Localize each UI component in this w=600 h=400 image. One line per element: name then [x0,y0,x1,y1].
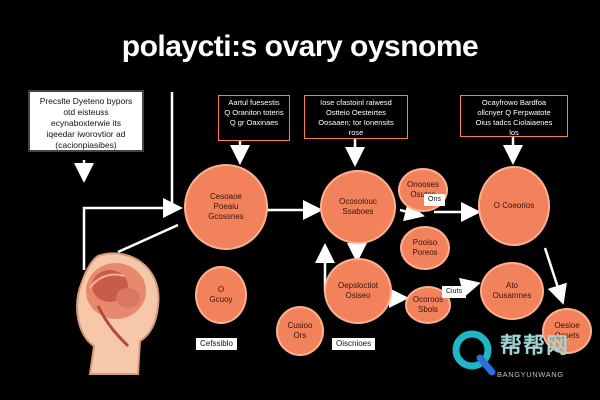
node-i-line: O Coeorios [493,201,535,210]
node-g-line: Ors [293,331,307,340]
node-b: Ocosolouc Ssaboes [320,170,396,244]
node-b-line: Ocosolouc [339,197,377,206]
node-d-line: Onooses [406,180,440,189]
box-line: ollcnyer Q Ferpwatote [477,108,551,117]
node-k-line: Ocsets [554,331,580,340]
arrow-b-to-d [399,201,425,222]
node-h: Ocoroos Sbols [405,286,451,324]
box-line: Iose cfastoinl raiwesd [320,98,392,107]
box-line: Q Oraniton toteris [224,108,284,117]
node-h-line: Ocoroos [412,295,444,304]
watermark-text: 帮帮网 [500,333,570,358]
box-line: los [509,128,519,137]
node-j: Ato Ousamnes [480,262,544,320]
box-line: Oosaaen; tor Ionensits [318,118,394,127]
node-j-line: Ato [505,281,518,290]
node-a-line: Cesoaoe [209,192,243,201]
node-g: Cusioo Ors [276,306,324,356]
node-h-line: Sbols [417,305,438,314]
top-left-box: Precslte Dyeteno bypors otd eisteuss ecy… [28,90,144,152]
node-k: Oesioe Ocsets [542,308,592,354]
head-brain-illustration [76,252,160,375]
node-f-line: Osiseo [345,291,371,300]
chip-mid-small: Ciuts [442,286,466,298]
box-mid: Iose cfastoinl raiwesd Ostteio Oesteirte… [304,95,408,139]
node-c: O Gcuoy [195,266,247,324]
box-left: Aartul fuesestis Q Oraniton toteris Q gr… [218,95,290,141]
top-left-box-line: iqeedar iworovtior ad [46,129,126,139]
top-left-box-line: (cacionpiasibes) [55,140,117,150]
box-line: Aartul fuesestis [228,98,280,107]
node-c-line: O [217,285,225,294]
watermark-logo [452,330,496,376]
watermark-subtext: BANGYUNWANG [497,370,564,379]
arrow-i-to-k [543,247,567,305]
node-a-line: Poeaiu [213,202,239,211]
node-d-line: Osutos [410,190,436,199]
node-e-line: Poreos [412,248,438,257]
node-b-line: Ssaboes [342,207,374,216]
box-line: Q gr Oaxinaes [229,118,279,127]
box-right: Ocayfrowo Bardfoa ollcnyer Q Ferpwatote … [460,95,568,137]
node-e: Pooiso Poreos [400,226,450,270]
node-a-line: Gcossnes [208,212,244,221]
top-left-box-line: otd eisteuss ecynaboxterwie its [51,107,121,128]
node-f-line: Oepsloctiot [337,281,379,290]
node-a: Cesoaoe Poeaiu Gcossnes [184,164,268,250]
box-line: Ocayfrowo Bardfoa [481,98,547,107]
arrow-head-to-node-a [82,198,183,270]
node-e-line: Pooiso [412,238,438,247]
node-g-line: Cusioo [287,321,313,330]
chip-bottom-left: Cefssiblo [196,338,237,350]
chip-bottom-mid: Oiscnioes [332,338,376,350]
node-i: O Coeorios [478,166,550,246]
line-head-diagonal [117,223,179,254]
box-line: Ostteio Oesteirtes [325,108,387,117]
top-left-box-line: Precslte Dyeteno bypors [39,96,133,106]
diagram-title: polaycti:s ovary oysnome [121,30,479,63]
box-line: rose [348,128,364,137]
box-line: Oius tadcs Ciolaiaenes [475,118,553,127]
chip-right-small: Ons [424,194,445,206]
node-f: Oepsloctiot Osiseo [324,258,392,324]
node-c-line: Gcuoy [209,295,233,304]
node-j-line: Ousamnes [492,291,532,300]
node-k-line: Oesioe [554,321,580,330]
